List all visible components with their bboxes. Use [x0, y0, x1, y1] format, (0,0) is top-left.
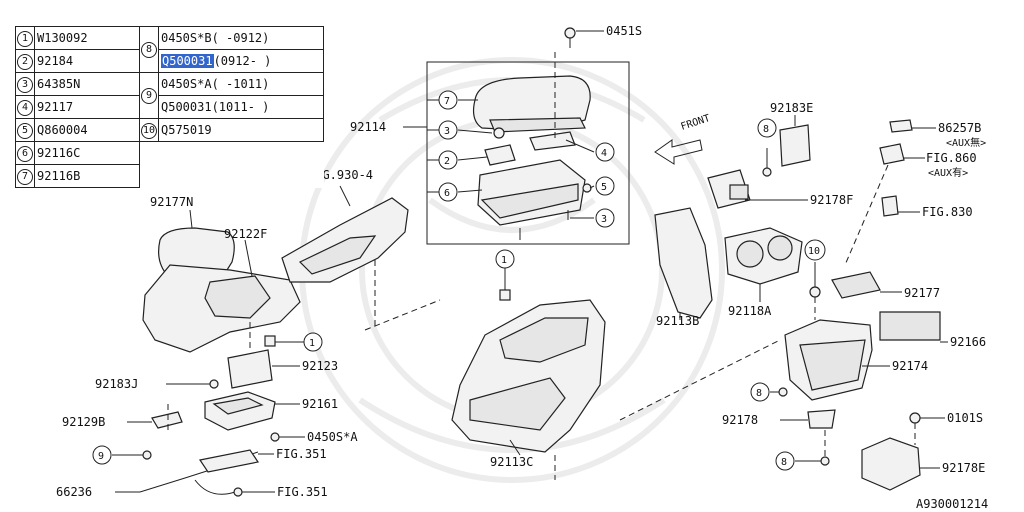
svg-text:3: 3: [601, 214, 607, 225]
label-fig930-4: FIG.930-4: [308, 168, 373, 182]
storage-tray: [619, 262, 890, 466]
ref-10-row-1: Q575019: [158, 118, 324, 142]
svg-text:7: 7: [444, 96, 450, 107]
ref-num-2: 2: [15, 49, 35, 73]
label-92122f: 92122F: [224, 227, 267, 241]
label-0450s-a: 0450S*A: [307, 430, 358, 444]
callout-1a: 1: [495, 249, 515, 269]
label-92178e: 92178E: [942, 461, 985, 475]
armrest-group: [403, 27, 630, 245]
ref-code-5: Q860004: [34, 118, 140, 142]
rear-panel: [281, 185, 409, 330]
ref-code-4: 92117: [34, 95, 140, 119]
callout-7: 7: [438, 90, 458, 110]
svg-text:2: 2: [444, 156, 450, 167]
label-92183e: 92183E: [770, 101, 813, 115]
svg-text:8: 8: [756, 388, 762, 399]
label-92118a: 92118A: [728, 304, 772, 318]
svg-text:8: 8: [781, 457, 787, 468]
label-aux-yes: <AUX有>: [928, 166, 968, 179]
label-92123: 92123: [302, 359, 338, 373]
callout-3a: 3: [438, 120, 458, 140]
side-trim: [654, 207, 713, 320]
ref-num-7: 7: [15, 164, 35, 188]
ref-9-row-1: 0450S*A( -1011): [158, 72, 324, 96]
label-fig351-upper: FIG.351: [276, 447, 327, 461]
label-92178: 92178: [722, 413, 758, 427]
diagram-id: A930001214: [916, 497, 988, 511]
callout-8c: 8: [775, 451, 795, 471]
ref-num-5: 5: [15, 118, 35, 142]
callout-2: 2: [438, 150, 458, 170]
label-92113c: 92113C: [490, 455, 533, 469]
ref-8-row-2[interactable]: Q500031(0912- ): [158, 49, 324, 73]
svg-text:1: 1: [501, 255, 507, 266]
label-92161: 92161: [302, 397, 338, 411]
console-body: [451, 268, 606, 480]
ref-num-8: 8: [139, 26, 159, 73]
front-label: FRONT: [680, 113, 712, 133]
callout-10: 10: [804, 239, 826, 261]
callout-8a: 8: [757, 118, 777, 138]
label-92177n: 92177N: [150, 195, 193, 209]
reference-table: 1 W130092 8 0450S*B( -0912) 2 92184 Q500…: [15, 26, 324, 188]
ref-code-2: 92184: [34, 49, 140, 73]
ref-num-6: 6: [15, 141, 35, 165]
label-92174: 92174: [892, 359, 928, 373]
mat-pad: [831, 271, 948, 343]
ref-code-6: 92116C: [34, 141, 140, 165]
label-66236: 66236: [56, 485, 92, 499]
ref-code-7: 92116B: [34, 164, 140, 188]
label-86257b: 86257B: [938, 121, 981, 135]
svg-text:6: 6: [444, 188, 450, 199]
label-92114: 92114: [350, 120, 386, 134]
rear-bracket: [861, 412, 945, 491]
ref-9-row-2: Q500031(1011- ): [158, 95, 324, 119]
callout-3b: 3: [595, 208, 615, 228]
highlighted-part-number[interactable]: Q500031: [161, 54, 214, 68]
ref-num-3: 3: [15, 72, 35, 96]
callout-6: 6: [438, 182, 458, 202]
aux-parts: [844, 119, 936, 266]
callout-8b: 8: [750, 382, 770, 402]
svg-text:3: 3: [444, 126, 450, 137]
label-92113b: 92113B: [656, 314, 699, 328]
socket-group: [707, 115, 811, 209]
part-labels: 0451S 92114 92183E 86257B <AUX無> FIG.860…: [56, 24, 988, 511]
svg-text:10: 10: [808, 246, 820, 257]
label-fig860: FIG.860: [926, 151, 977, 165]
ref-8-row-1: 0450S*B( -0912): [158, 26, 324, 50]
label-fig351-lower: FIG.351: [277, 485, 328, 499]
left-components: [112, 209, 441, 497]
callout-9: 9: [92, 445, 112, 465]
svg-text:9: 9: [98, 451, 104, 462]
label-92183j: 92183J: [95, 377, 138, 391]
callout-1b: 1: [303, 332, 323, 352]
label-92166: 92166: [950, 335, 986, 349]
callout-5: 5: [595, 176, 615, 196]
label-92129b: 92129B: [62, 415, 105, 429]
ref-num-1: 1: [15, 26, 35, 50]
callouts: 7 3 2 6 4 5 3 1 1 8 10 8 8 9: [92, 90, 826, 471]
label-aux-no: <AUX無>: [946, 136, 986, 149]
callout-4: 4: [595, 142, 615, 162]
ref-code-3: 64385N: [34, 72, 140, 96]
ref-num-10: 10: [139, 118, 159, 142]
svg-text:5: 5: [601, 182, 607, 193]
label-fig830: FIG.830: [922, 205, 973, 219]
ref-num-4: 4: [15, 95, 35, 119]
ref-code-1: W130092: [34, 26, 140, 50]
ref-num-9: 9: [139, 72, 159, 119]
label-0451s: 0451S: [606, 24, 642, 38]
svg-text:4: 4: [601, 148, 607, 159]
svg-text:8: 8: [763, 124, 769, 135]
label-0101s: 0101S: [947, 411, 983, 425]
label-92178f: 92178F: [810, 193, 853, 207]
label-92177: 92177: [904, 286, 940, 300]
cup-holder: [724, 227, 803, 302]
svg-text:1: 1: [309, 338, 315, 349]
